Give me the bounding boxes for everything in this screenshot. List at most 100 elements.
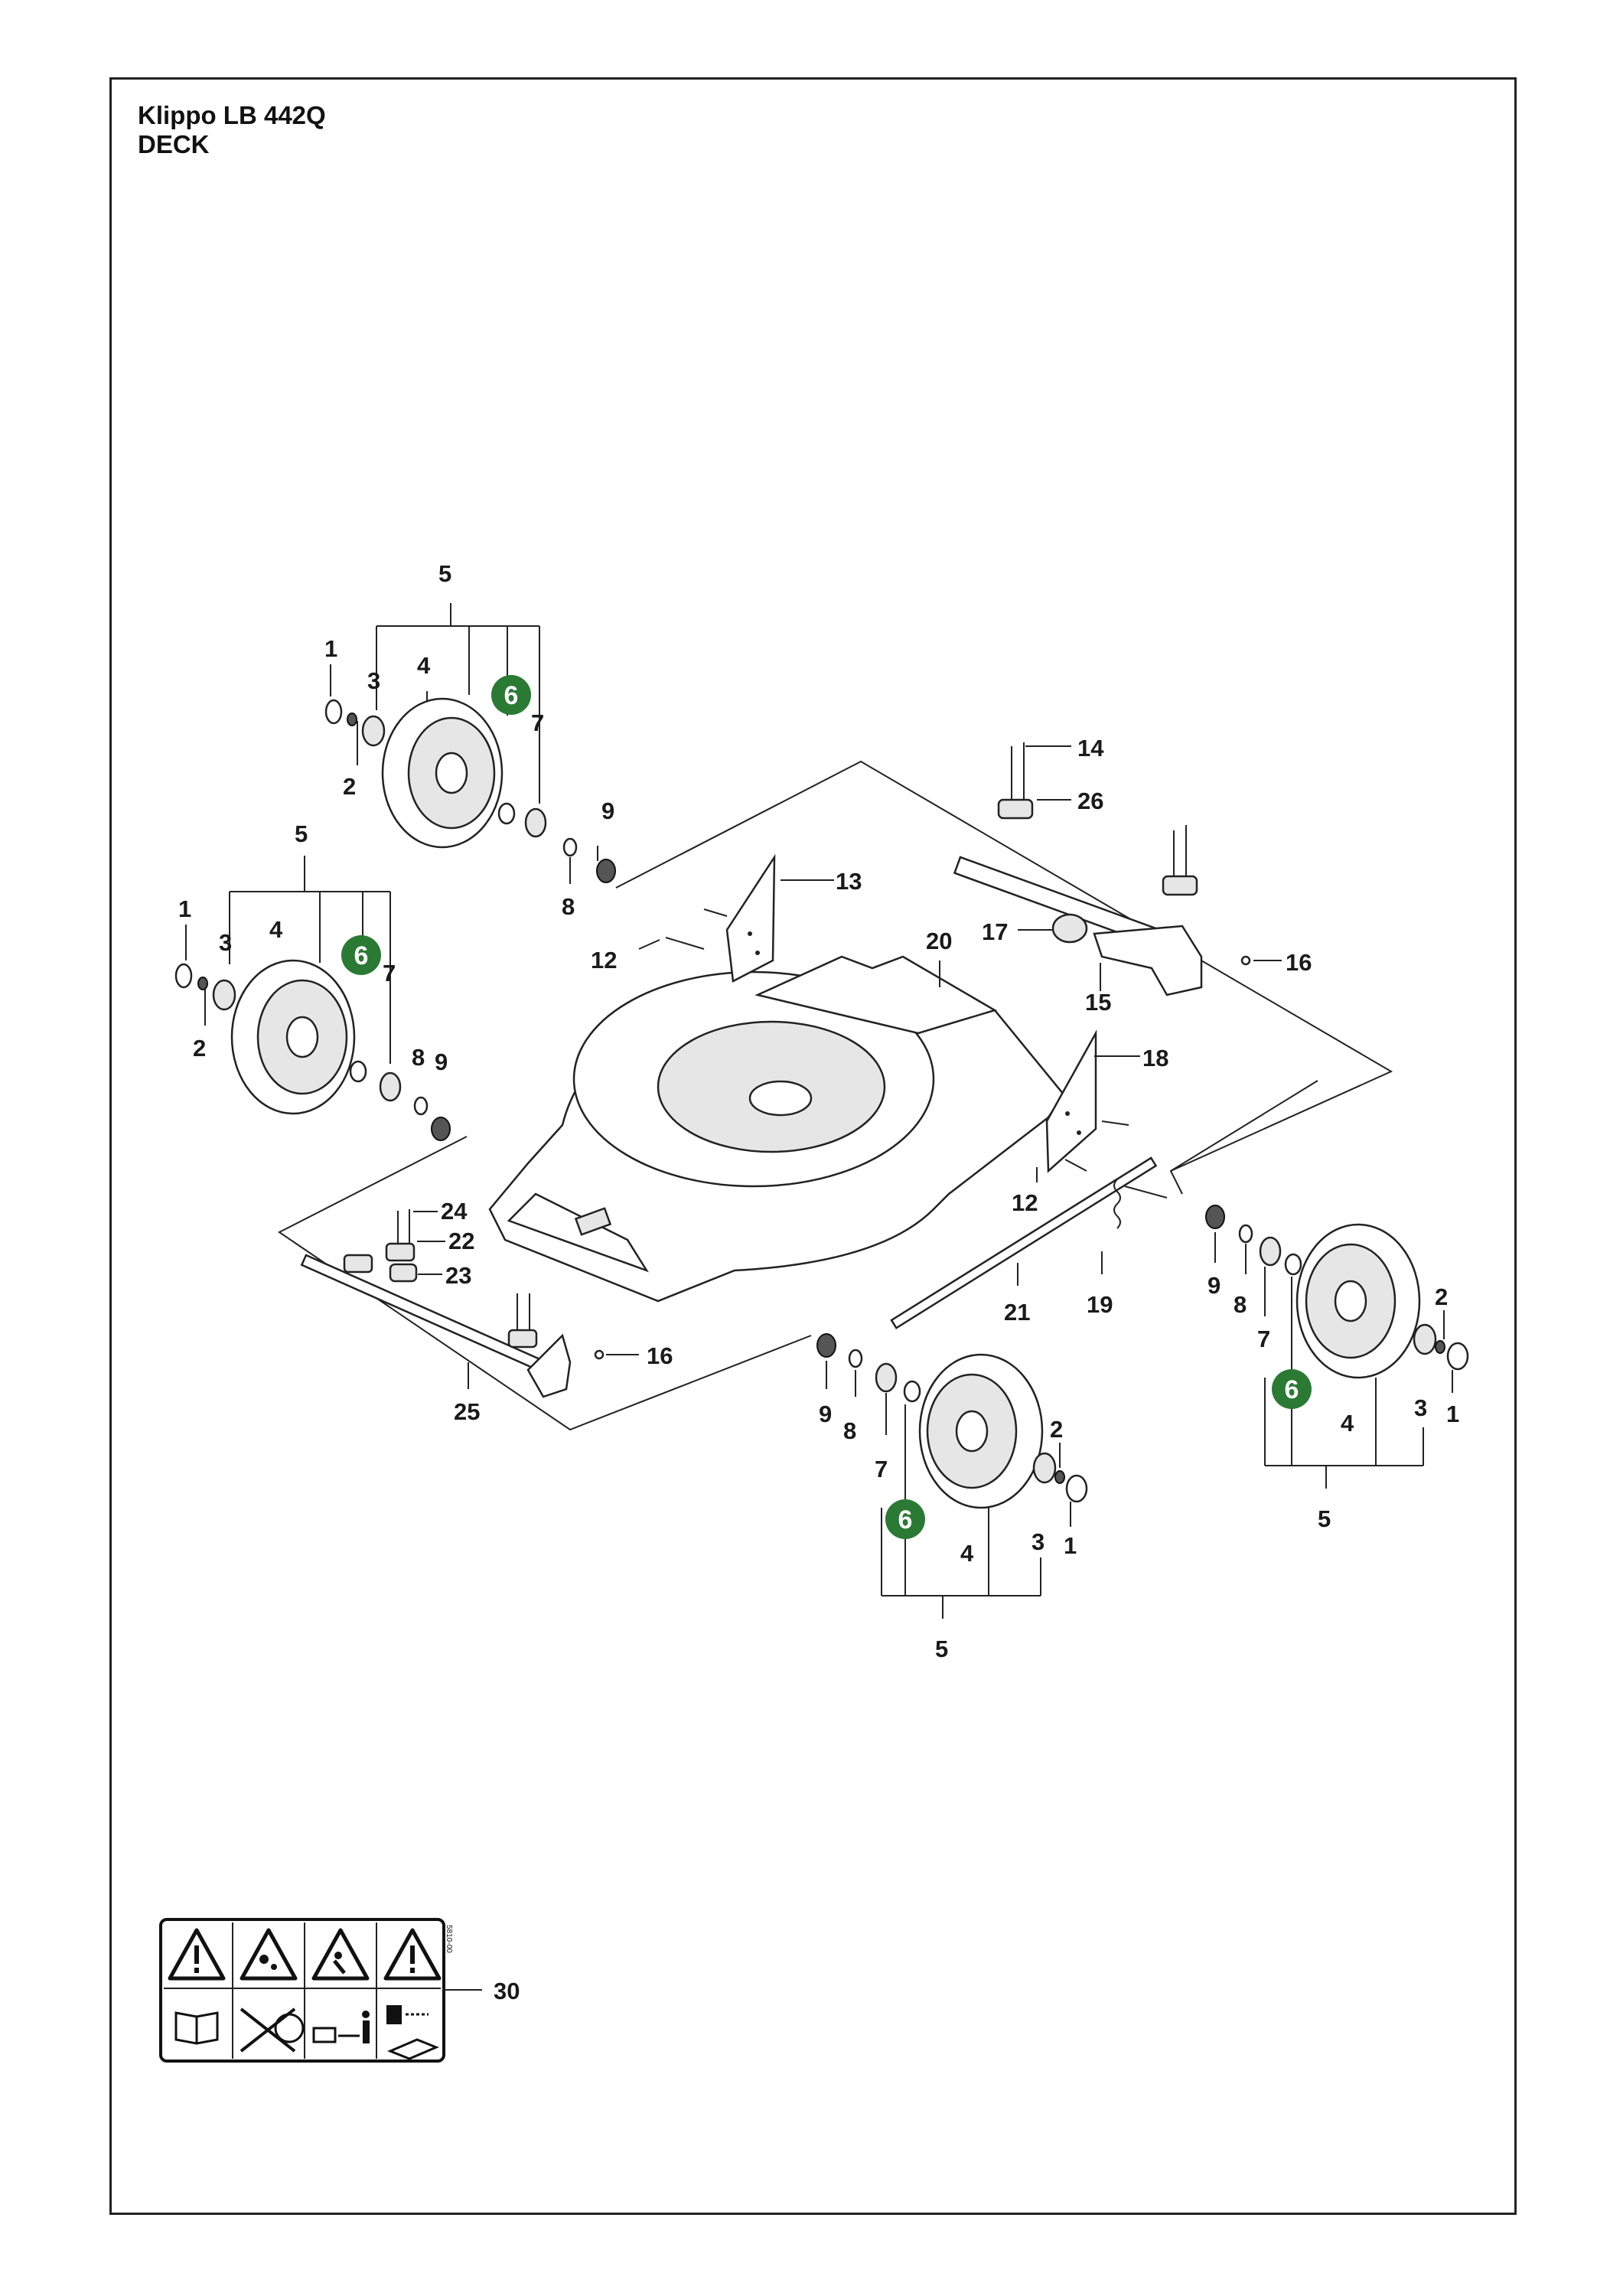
callout-7: 7 xyxy=(875,1456,888,1482)
callout-2: 2 xyxy=(193,1035,206,1062)
bearing xyxy=(1259,1236,1282,1267)
bearing xyxy=(379,1071,402,1102)
manual-icon xyxy=(174,2011,219,2045)
nut xyxy=(816,1333,836,1358)
warning-icon xyxy=(168,1928,226,1981)
bracket-18: 18 12 xyxy=(1012,1029,1168,1216)
callout-4: 4 xyxy=(417,652,431,679)
pin xyxy=(1240,955,1251,966)
callout-6: 6 xyxy=(354,941,369,970)
bearing xyxy=(1032,1452,1057,1484)
axle xyxy=(300,1254,546,1372)
bearing xyxy=(875,1362,898,1393)
bearing xyxy=(361,715,386,747)
callout-23: 23 xyxy=(445,1262,471,1289)
callout-14: 14 xyxy=(1077,735,1104,762)
callout-17: 17 xyxy=(982,918,1008,945)
callout-7: 7 xyxy=(1257,1326,1270,1352)
washer xyxy=(197,977,208,990)
callout-9: 9 xyxy=(435,1049,448,1075)
disconnect-plug-icon xyxy=(386,2005,439,2060)
callout-7: 7 xyxy=(531,709,544,736)
callout-8: 8 xyxy=(843,1417,856,1444)
warning-icon xyxy=(383,1928,442,1981)
warning-decal: 5810-00 30 xyxy=(159,1918,520,2063)
callout-5: 5 xyxy=(1318,1505,1331,1532)
retaining-ring xyxy=(1446,1342,1469,1371)
callout-26: 26 xyxy=(1077,788,1103,814)
callout-7: 7 xyxy=(383,960,396,987)
thrown-object-warning-icon xyxy=(311,1928,370,1981)
height-adjust-lever: 17 15 16 14 26 xyxy=(953,735,1312,1016)
washer xyxy=(413,1096,429,1116)
bearing xyxy=(212,979,236,1011)
retaining-ring xyxy=(1065,1474,1088,1503)
front-mid-wheel-group: 9 8 7 6 4 3 2 1 5 xyxy=(816,1333,1088,1662)
callout-4: 4 xyxy=(269,916,283,943)
callout-9: 9 xyxy=(601,797,614,824)
debris-warning-icon xyxy=(240,1928,298,1981)
o-ring xyxy=(497,802,516,825)
bearing xyxy=(1413,1323,1437,1355)
callout-1: 1 xyxy=(178,895,191,922)
bracket-13: 13 12 xyxy=(591,853,862,983)
pin xyxy=(594,1349,605,1360)
o-ring xyxy=(349,1060,367,1083)
callout-16: 16 xyxy=(647,1342,673,1369)
mower-deck xyxy=(488,955,1065,1303)
model-title: Klippo LB 442Q xyxy=(138,101,326,129)
callout-3: 3 xyxy=(1031,1528,1045,1555)
o-ring xyxy=(903,1380,921,1403)
callout-19: 19 xyxy=(1087,1291,1113,1318)
rear-left-wheel-group: 5 1 4 3 2 6 7 8 9 xyxy=(324,560,616,920)
callout-3: 3 xyxy=(219,929,232,956)
callout-13: 13 xyxy=(836,868,862,895)
highlight-badge xyxy=(885,1499,925,1539)
callout-9: 9 xyxy=(1207,1272,1221,1299)
callout-3: 3 xyxy=(367,667,380,694)
callout-25: 25 xyxy=(454,1398,480,1425)
knob xyxy=(1051,913,1088,944)
highlight-badge xyxy=(491,675,531,715)
clamp xyxy=(997,798,1034,820)
callout-1: 1 xyxy=(1446,1401,1459,1427)
washer xyxy=(848,1349,863,1368)
decal-code: 5810-00 xyxy=(445,1925,453,1953)
rod xyxy=(890,1156,1158,1329)
callout-15: 15 xyxy=(1085,989,1111,1016)
callout-20: 20 xyxy=(926,928,952,954)
bearing xyxy=(524,807,547,838)
clamp xyxy=(385,1242,416,1262)
washer xyxy=(347,713,357,726)
callout-4: 4 xyxy=(1341,1410,1354,1437)
callout-2: 2 xyxy=(1050,1416,1063,1443)
retaining-ring xyxy=(174,963,193,989)
mid-left-wheel-group: 5 1 4 3 2 6 7 8 9 xyxy=(174,820,451,1141)
washer xyxy=(1054,1470,1065,1484)
page-frame xyxy=(109,77,1517,2215)
washer xyxy=(1435,1340,1445,1354)
callout-21: 21 xyxy=(1004,1299,1030,1326)
nut xyxy=(1205,1205,1225,1229)
spring xyxy=(1113,1179,1121,1229)
callout-9: 9 xyxy=(819,1401,832,1427)
callout-24: 24 xyxy=(441,1198,468,1225)
nut xyxy=(596,859,616,883)
highlight-badge xyxy=(341,935,381,975)
washer xyxy=(1238,1224,1253,1244)
callout-1: 1 xyxy=(324,635,337,662)
washer xyxy=(562,837,578,857)
callout-2: 2 xyxy=(1435,1283,1448,1310)
callout-8: 8 xyxy=(562,893,575,920)
front-right-wheel-group: 9 8 7 6 4 3 2 1 5 xyxy=(1205,1205,1469,1532)
callout-12: 12 xyxy=(1012,1189,1038,1216)
callout-5: 5 xyxy=(438,560,451,587)
highlight-badge xyxy=(1272,1369,1312,1409)
callout-8: 8 xyxy=(412,1044,425,1071)
bushing xyxy=(389,1263,418,1283)
callout-4: 4 xyxy=(960,1540,974,1567)
keep-distance-icon xyxy=(312,2011,370,2043)
callout-22: 22 xyxy=(448,1228,474,1254)
callout-5: 5 xyxy=(935,1636,948,1662)
callout-5: 5 xyxy=(295,820,308,847)
